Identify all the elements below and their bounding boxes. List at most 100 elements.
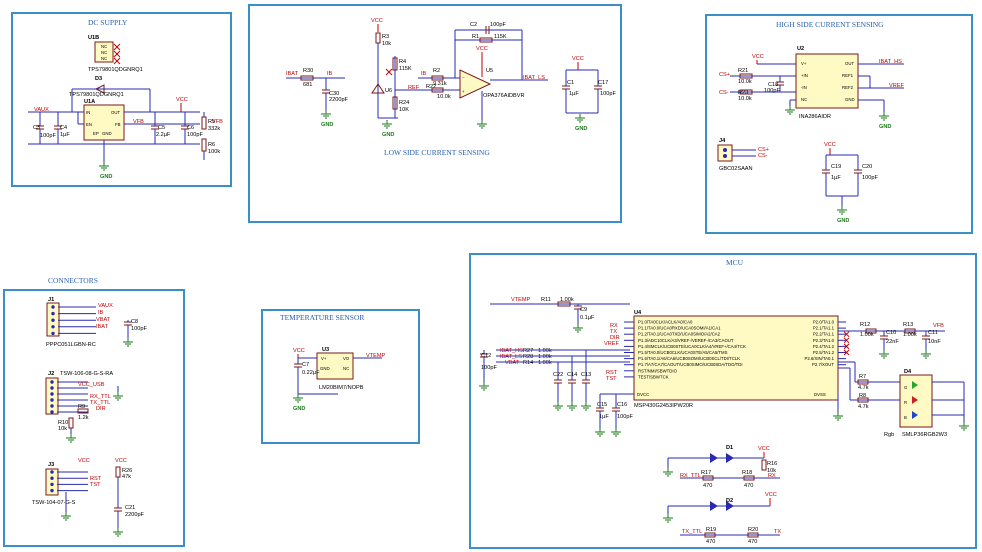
r3-ref: R3: [382, 34, 389, 40]
c14-ref: C14: [567, 372, 577, 378]
r6-value: 100k: [208, 149, 220, 155]
c22-ref: C22: [553, 372, 563, 378]
connectors-block: CONNECTORS J1 VAUX IB VBAT IBAT C8 100pF…: [3, 276, 185, 547]
net-gnd: GND: [837, 218, 849, 224]
r22-value: 10.0k: [437, 94, 451, 100]
u4-pin-label: P1.0/TA0CLK/ACLK/A0/CA0: [638, 320, 693, 325]
j1-ref: J1: [48, 297, 54, 303]
net-dir: DIR: [610, 335, 620, 341]
j4-connector: [717, 144, 733, 162]
ground-symbol: [478, 382, 490, 391]
d1-ref: D1: [726, 445, 733, 451]
r17-resistor: [702, 475, 714, 481]
u4-pin-dvcc: DVCC: [637, 392, 649, 397]
net-vcc: VCC: [752, 54, 764, 60]
c9-ref: C9: [580, 307, 587, 313]
u2-pin-gnd: GND: [845, 97, 855, 102]
r23-value: 10.0k: [738, 96, 752, 102]
r2-resistor: [431, 75, 444, 81]
c21-value: 2200pF: [125, 512, 145, 518]
net-vcc: VCC: [115, 458, 127, 464]
r27-ref: R27: [523, 348, 533, 354]
ground-symbol: [60, 512, 72, 521]
net-ibat: IBAT: [286, 71, 299, 77]
d1-diode: [710, 453, 718, 463]
r30-ref: R30: [303, 68, 313, 74]
connector-pin: [51, 318, 55, 322]
u4-pin-label: P2.6/XIN/TA0.1: [804, 356, 834, 361]
r7-ref: R7: [859, 374, 866, 380]
r7-resistor: [857, 379, 869, 385]
u4-pin-label: P2.1/TA1.1: [813, 326, 835, 331]
net-gnd: GND: [321, 122, 333, 128]
ground-symbol: [476, 120, 488, 129]
ground-symbol: [662, 514, 674, 523]
j2-ref: J2: [48, 371, 54, 377]
no-connect-mark: [843, 337, 850, 344]
net-tx: TX: [610, 329, 617, 335]
r19-ref: R19: [706, 527, 716, 533]
u3-body: [316, 352, 354, 380]
u1b-ref: U1B: [88, 35, 99, 41]
connector-pin: [51, 305, 55, 309]
rgb-label: Rgb: [884, 432, 894, 438]
red-led-icon: [912, 396, 918, 404]
high-side-title: HIGH SIDE CURRENT SENSING: [776, 20, 884, 29]
r16-value: 10k: [767, 468, 776, 474]
u1a-pin-ep: EP: [93, 131, 99, 136]
c6-value: 100pF: [187, 132, 203, 138]
net-gnd: GND: [879, 124, 891, 130]
j4-ref: J4: [719, 138, 726, 144]
u5-opamp: [459, 69, 492, 99]
r12-value: 1.00k: [860, 332, 874, 338]
u3-pin-gnd: GND: [320, 366, 330, 371]
connector-pin: [723, 154, 727, 158]
r24-ref: R24: [399, 100, 409, 106]
c15-value: 1µF: [599, 414, 609, 420]
no-connect-marks: [113, 43, 121, 65]
net-tx: TX: [774, 529, 781, 535]
net-vcc: VCC: [78, 458, 90, 464]
c18-value: 100pF: [764, 88, 780, 94]
j3-connector: [45, 468, 59, 496]
u4-pin-label: P1.5/TA0.0/UCB0CLK/UCA0STE/A5/CA5/TMS: [638, 350, 728, 355]
u4-pin-label: TEST/SBWTCK: [638, 374, 669, 379]
r17-value: 470: [703, 483, 712, 489]
ground-symbol: [552, 402, 564, 411]
connector-pin: [50, 470, 54, 474]
net-rst: RST: [90, 476, 102, 482]
connector-pin: [50, 380, 54, 384]
mcu-frame: [469, 253, 977, 549]
c12-ref: C12: [481, 353, 491, 359]
u2-pin-ref1: REF1: [842, 73, 854, 78]
ground-symbol: [292, 394, 304, 403]
net-vfb: VFB: [212, 119, 223, 125]
net-vcc: VCC: [765, 492, 777, 498]
ground-symbol: [65, 434, 77, 443]
c13-ref: C13: [581, 372, 591, 378]
u1b-pin-nc: NC: [101, 44, 107, 49]
ground-symbol: [112, 528, 124, 537]
u1a-pin-in: IN: [86, 110, 90, 115]
d4-part: SMLP36RGB2W3: [902, 432, 947, 438]
r8-ref: R8: [859, 393, 866, 399]
net-vcc: VCC: [572, 56, 584, 62]
net-gnd: GND: [100, 174, 112, 180]
u4-part: MSP430G2453IPW20R: [634, 403, 693, 409]
u2-ref: U2: [797, 46, 804, 52]
u5-ref: U5: [486, 68, 493, 74]
j4-part: GBC02SAAN: [719, 166, 753, 172]
net-rst: RST: [606, 370, 618, 376]
ground-symbol: [836, 206, 848, 215]
ground-symbol: [958, 422, 970, 431]
capacitor: [36, 112, 44, 144]
d3-ref: D3: [95, 76, 102, 82]
d2-ref: D2: [726, 498, 733, 504]
ground-symbol: [662, 468, 674, 477]
c19-value: 1µF: [831, 175, 841, 181]
svg-text:+: +: [462, 89, 465, 94]
net-vcc: VCC: [476, 46, 488, 52]
r1-ref: R1: [472, 34, 479, 40]
net-gnd: GND: [575, 126, 587, 132]
c18-ref: C18: [768, 82, 778, 88]
